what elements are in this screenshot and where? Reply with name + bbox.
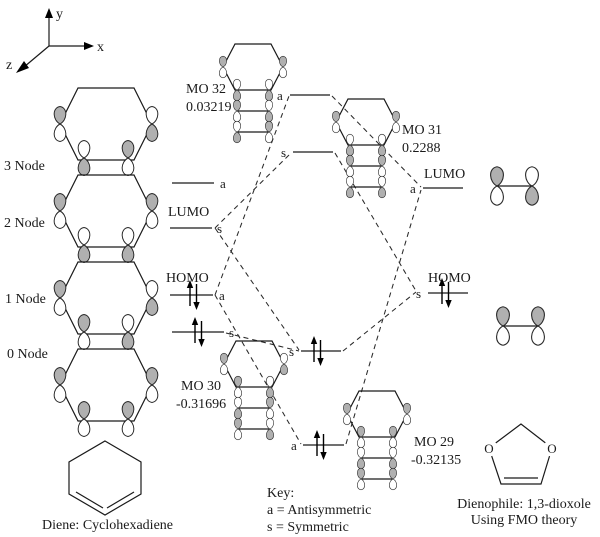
dienophile-caption-line1: Dienophile: 1,3-dioxole — [457, 497, 591, 512]
correlation-line — [214, 152, 292, 229]
cyclohexadiene-structure — [68, 440, 142, 516]
p-orbital — [78, 402, 90, 437]
p-orbital — [343, 403, 350, 425]
p-orbital — [332, 111, 339, 133]
p-orbital — [146, 107, 158, 142]
dioxole-structure: O O — [480, 423, 561, 485]
symmetry-label: s — [289, 344, 294, 359]
dienophile-homo-label: HOMO — [428, 271, 471, 286]
symmetry-label: a — [410, 181, 416, 196]
z-axis-arrow-icon — [16, 61, 29, 73]
diene-mo-0node — [54, 348, 158, 437]
double-bond — [106, 491, 135, 509]
key-title: Key: — [267, 486, 294, 501]
oxygen-atom-label: O — [547, 441, 556, 456]
mo30-structure — [220, 340, 287, 440]
mo32-energy: 0.03219 — [186, 100, 232, 115]
y-axis-arrow-icon — [45, 8, 53, 18]
p-orbital — [280, 353, 287, 375]
dienophile-homo-orbital-picture — [497, 307, 545, 346]
node-label-2: 2 Node — [4, 216, 45, 231]
p-orbital — [279, 56, 286, 78]
diene-lumo-label: LUMO — [168, 205, 209, 220]
symmetry-label: s — [281, 145, 286, 160]
correlation-line — [214, 294, 302, 445]
dienophile-lumo-orbital-picture — [491, 167, 539, 206]
p-orbital — [54, 194, 66, 229]
dienophile-lumo-label: LUMO — [424, 167, 465, 182]
node-label-3: 3 Node — [4, 159, 45, 174]
correlation-line — [331, 95, 422, 188]
p-orbital — [78, 315, 90, 350]
diene-mo-3node — [54, 87, 158, 176]
diene-levels: a LUMO s HOMO a s — [166, 176, 234, 348]
y-axis-label: y — [56, 7, 63, 22]
oxygen-atom-label: O — [484, 441, 493, 456]
mo29-energy: -0.32135 — [411, 453, 461, 468]
key-line-s: s = Symmetric — [267, 520, 349, 535]
x-axis-arrow-icon — [84, 42, 94, 50]
symmetry-label: a — [220, 176, 226, 191]
diene-caption: Diene: Cyclohexadiene — [42, 518, 173, 533]
symmetry-label: a — [291, 438, 297, 453]
p-orbital — [122, 315, 134, 350]
x-axis-label: x — [97, 40, 104, 55]
correlation-lines — [214, 95, 422, 445]
dienophile-caption-line2: Using FMO theory — [471, 513, 578, 528]
symmetry-label: a — [277, 88, 283, 103]
diene-homo-label: HOMO — [166, 271, 209, 286]
symmetry-label: s — [229, 325, 234, 340]
mo32-label: MO 32 — [186, 82, 226, 97]
mo30-label: MO 30 — [181, 379, 221, 394]
atom-mask — [543, 439, 561, 457]
symmetry-label: a — [219, 288, 225, 303]
p-orbital — [54, 281, 66, 316]
mo32-structure — [219, 43, 286, 143]
z-axis-label: z — [6, 58, 12, 73]
mo31-label: MO 31 — [402, 123, 442, 138]
node-label-0: 0 Node — [7, 347, 48, 362]
p-orbital — [78, 228, 90, 263]
correlation-line — [345, 189, 422, 445]
p-orbital — [78, 141, 90, 176]
p-orbital — [54, 368, 66, 403]
mo31-structure — [332, 98, 399, 198]
p-orbital — [54, 107, 66, 142]
p-orbital — [122, 402, 134, 437]
mo31-energy: 0.2288 — [402, 141, 441, 156]
p-orbital — [122, 141, 134, 176]
p-orbital — [146, 281, 158, 316]
p-orbital — [146, 368, 158, 403]
key-line-a: a = Antisymmetric — [267, 503, 371, 518]
p-orbital — [220, 353, 227, 375]
key-block: Key: a = Antisymmetric s = Symmetric — [267, 486, 371, 535]
diene-mo-1node — [54, 261, 158, 350]
atom-mask — [480, 439, 498, 457]
mo30-energy: -0.31696 — [176, 397, 226, 412]
z-axis-line — [23, 45, 50, 68]
diene-mo-2node — [54, 174, 158, 263]
p-orbital — [146, 194, 158, 229]
dienophile-levels: LUMO a HOMO s — [410, 167, 471, 309]
symmetry-label: s — [416, 286, 421, 301]
p-orbital — [219, 56, 226, 78]
axis-triad: y x z — [6, 7, 104, 73]
correlation-line — [214, 227, 300, 351]
adduct-levels: a s s a — [277, 88, 344, 461]
p-orbital — [392, 111, 399, 133]
correlation-line — [214, 95, 290, 296]
p-orbital — [403, 403, 410, 425]
correlation-line — [225, 332, 300, 352]
double-bond — [75, 491, 104, 509]
symmetry-label: s — [217, 221, 222, 236]
node-label-1: 1 Node — [5, 292, 46, 307]
mo29-label: MO 29 — [414, 435, 454, 450]
p-orbital — [122, 228, 134, 263]
correlation-line — [342, 291, 417, 352]
mo29-structure — [343, 390, 410, 490]
